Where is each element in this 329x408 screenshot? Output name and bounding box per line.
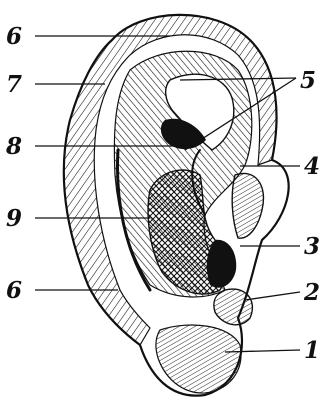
label-1: 1 (304, 337, 320, 364)
label-6-bottom: 6 (6, 277, 22, 304)
label-9: 9 (6, 205, 22, 232)
lobule (156, 325, 241, 393)
label-5: 5 (300, 67, 316, 94)
label-7: 7 (6, 71, 22, 98)
tragus (232, 173, 263, 238)
ear-canal-opening (207, 240, 237, 288)
antitragus (214, 289, 253, 325)
label-6-top: 6 (6, 23, 22, 50)
label-2: 2 (303, 279, 320, 306)
label-3: 3 (304, 233, 320, 260)
label-4: 4 (304, 153, 320, 180)
label-8: 8 (5, 133, 22, 160)
